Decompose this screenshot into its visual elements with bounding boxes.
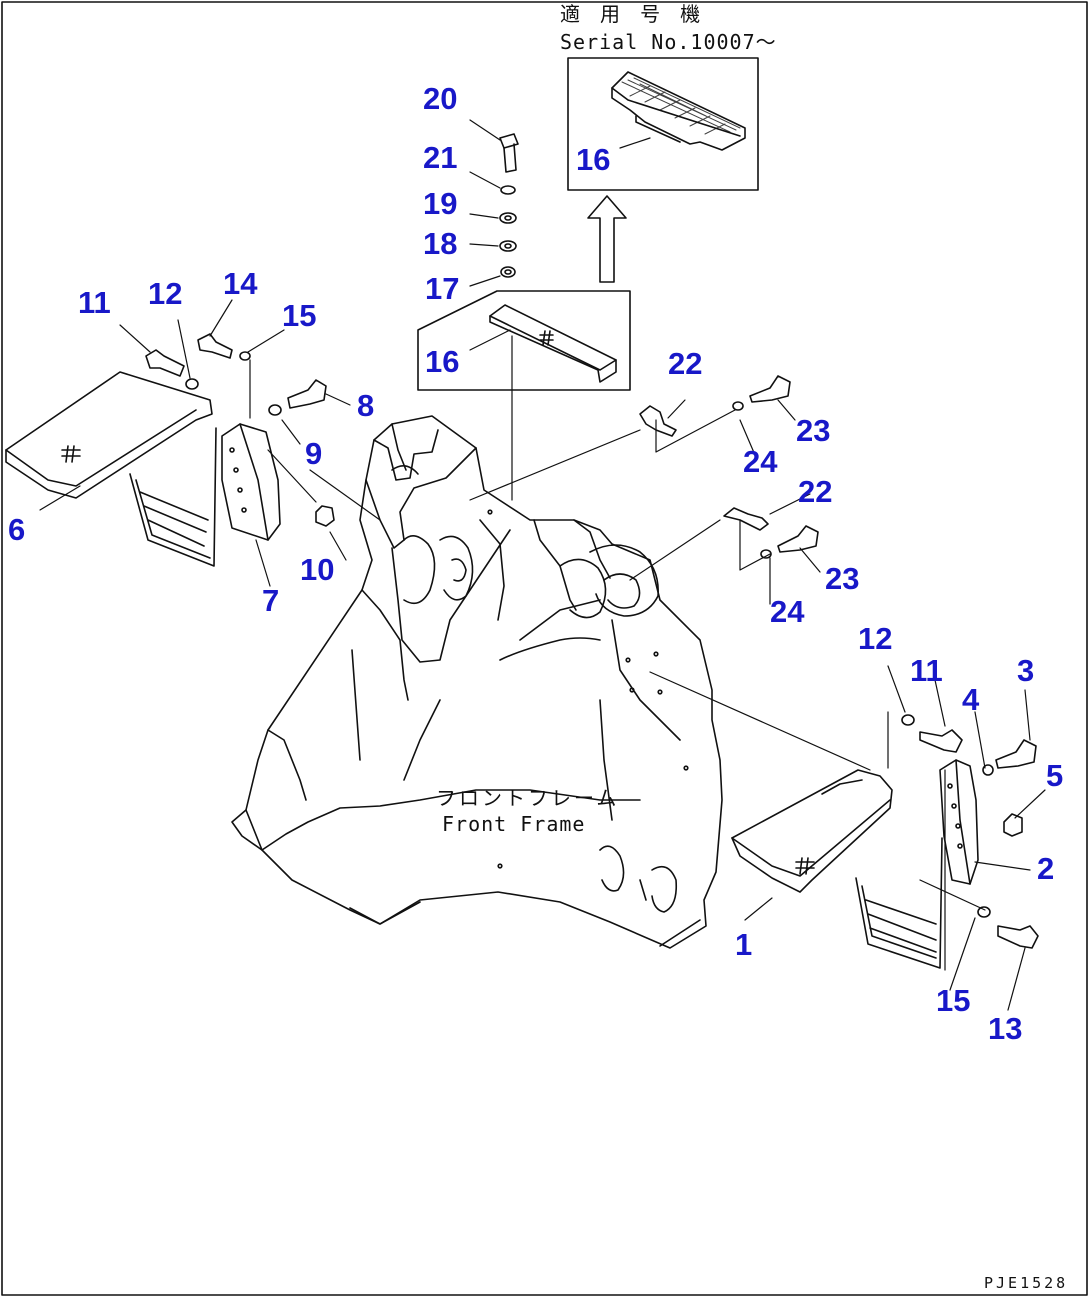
- callout-11-right: 11: [910, 653, 943, 688]
- callout-11-left: 11: [78, 285, 111, 320]
- right-fender-drawing: [731, 769, 943, 969]
- inset-box: [567, 57, 759, 191]
- callout-21: 21: [423, 140, 458, 175]
- callout-18: 18: [423, 226, 458, 261]
- callout-1: 1: [735, 927, 753, 962]
- front-frame-drawing: [231, 415, 723, 949]
- leader-lines: [39, 119, 1046, 1011]
- callout-23-top: 23: [796, 413, 831, 448]
- callout-22-mid: 22: [798, 474, 833, 509]
- step-plate-drawing: [489, 304, 617, 383]
- callout-15-left: 15: [282, 298, 317, 333]
- callout-22-top: 22: [668, 346, 703, 381]
- callout-8: 8: [357, 388, 375, 423]
- callout-3: 3: [1017, 653, 1035, 688]
- callout-2: 2: [1037, 851, 1055, 886]
- callout-14: 14: [223, 266, 258, 301]
- callout-15-right: 15: [936, 983, 971, 1018]
- callout-17: 17: [425, 271, 460, 306]
- left-bracket-drawing: [221, 423, 281, 541]
- callout-7: 7: [262, 583, 280, 618]
- plug-drawing: [315, 505, 335, 527]
- inset-step-drawing: [611, 71, 746, 151]
- clip-bracket-drawing: [639, 375, 819, 559]
- callout-12-left: 12: [148, 276, 183, 311]
- callout-24-top: 24: [743, 444, 778, 479]
- frame-label-jp: フロントフレーム: [436, 786, 620, 810]
- callout-4: 4: [962, 682, 980, 717]
- callout-5: 5: [1046, 758, 1064, 793]
- callout-10: 10: [300, 552, 335, 587]
- callout-13: 13: [988, 1011, 1023, 1046]
- callout-23-mid: 23: [825, 561, 860, 596]
- callout-19: 19: [423, 186, 458, 221]
- callout-16: 16: [425, 344, 460, 379]
- left-fender-drawing: [5, 371, 217, 567]
- callout-20: 20: [423, 81, 458, 116]
- callout-16-inset: 16: [576, 142, 611, 177]
- frame-label-en: Front Frame: [442, 812, 586, 836]
- serial-note-line1: 適 用 号 機: [560, 2, 705, 26]
- callout-9: 9: [305, 436, 323, 471]
- callout-6: 6: [8, 512, 26, 547]
- left-bolts-drawing: [145, 333, 327, 416]
- callout-12-right: 12: [858, 621, 893, 656]
- drawing-code: PJE1528: [984, 1274, 1069, 1292]
- right-bracket-drawing: [939, 759, 979, 885]
- step-box: [417, 290, 631, 391]
- upward-arrow-icon: [587, 195, 627, 283]
- serial-note-line2: Serial No.10007～: [560, 30, 777, 54]
- bolt-stack-drawing: [499, 133, 519, 278]
- right-bolts-drawing: [901, 714, 1039, 949]
- callout-24-mid: 24: [770, 594, 805, 629]
